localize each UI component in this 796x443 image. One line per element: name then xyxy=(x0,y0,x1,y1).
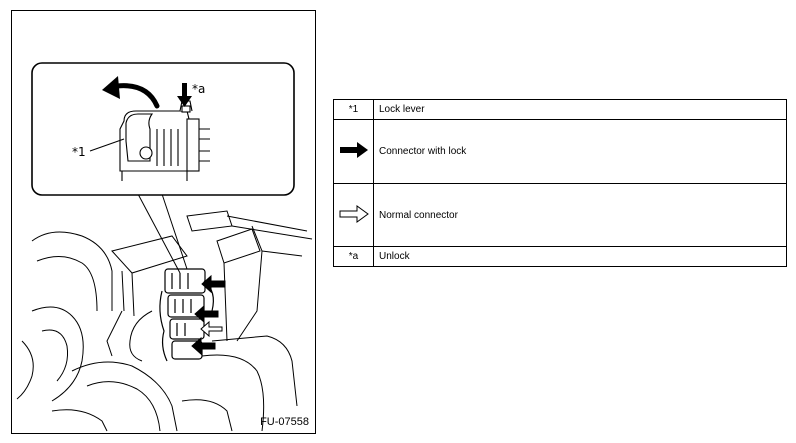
lever-callout-label: *1 xyxy=(72,145,86,159)
legend-description: Connector with lock xyxy=(373,119,787,184)
legend-symbol-cell xyxy=(333,183,374,247)
legend-description: Normal connector xyxy=(373,183,787,247)
connector-illustration: *1 *a xyxy=(16,62,313,432)
filled-arrow-icon xyxy=(194,304,219,324)
unlock-callout-label: *a xyxy=(192,82,205,96)
engine-bay-drawing xyxy=(16,210,313,432)
figure-id-label: FU-07558 xyxy=(260,416,309,428)
legend-symbol-cell xyxy=(333,119,374,184)
normal-connector-arrow xyxy=(200,320,223,338)
legend-description: Lock lever xyxy=(373,99,787,120)
legend-row: Connector with lock xyxy=(333,119,787,184)
legend-row: *1 Lock lever xyxy=(333,99,787,120)
magnifier-leader-lines xyxy=(137,193,188,274)
legend-description: Unlock xyxy=(373,246,787,267)
unlock-push-arrow xyxy=(177,83,192,107)
outline-arrow-icon xyxy=(200,320,223,338)
legend-symbol-text: *1 xyxy=(333,99,374,120)
rotation-arrow xyxy=(114,83,160,109)
legend-row: *a Unlock xyxy=(333,246,787,267)
lock-lever-drawing xyxy=(119,100,210,181)
outline-arrow-right-icon xyxy=(339,204,369,223)
connector-with-lock-arrows xyxy=(191,274,226,356)
legend-row: Normal connector xyxy=(333,183,787,247)
filled-arrow-icon xyxy=(201,274,226,294)
filled-arrow-icon xyxy=(191,336,216,356)
lever-callout-leader xyxy=(89,138,125,152)
figure-panel: *1 *a FU-07558 xyxy=(11,10,316,434)
legend-symbol-text: *a xyxy=(333,246,374,267)
legend-table: *1 Lock lever Connector with lock Normal… xyxy=(333,99,787,267)
rotation-arrowhead-icon xyxy=(102,76,120,99)
filled-arrow-right-icon xyxy=(339,142,368,158)
